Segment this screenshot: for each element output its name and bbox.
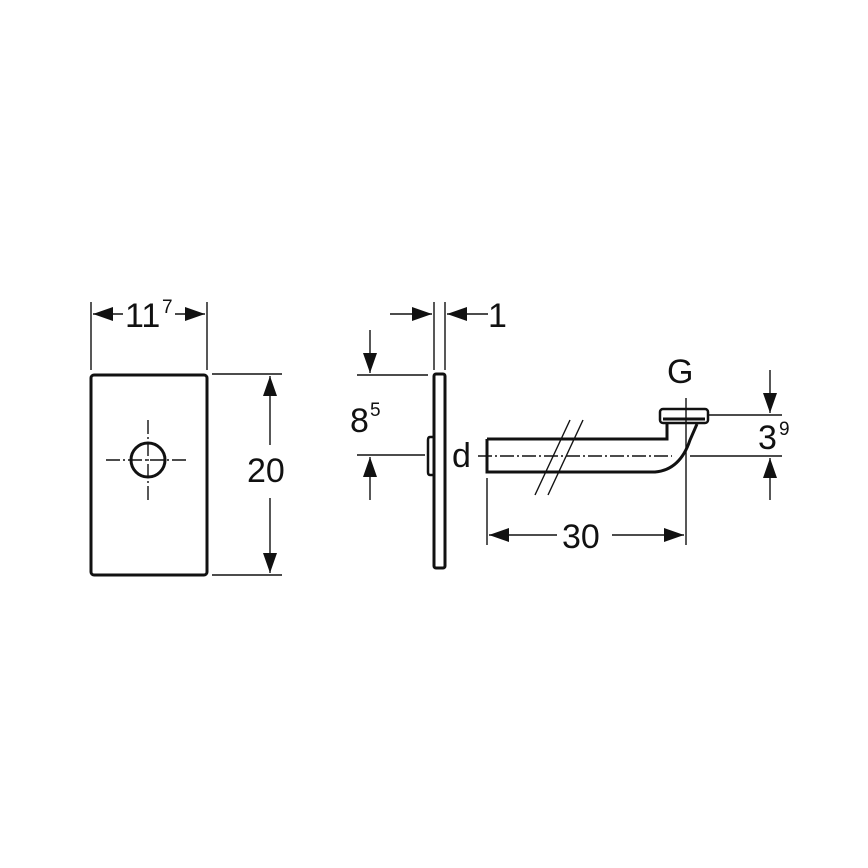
side-view: 1 8 5 d (350, 297, 507, 570)
length-dimension (486, 478, 684, 545)
length-value: 30 (562, 518, 600, 556)
diameter-label: d (452, 437, 471, 475)
plate-side-outline (432, 372, 447, 570)
offset-value: 8 (350, 402, 369, 440)
thickness-dimension (390, 302, 488, 370)
offset-dimension (357, 330, 428, 500)
offset-value-sup: 5 (370, 400, 381, 421)
rise-value: 3 (758, 419, 777, 457)
width-value-sup: 7 (162, 297, 173, 318)
height-value: 20 (247, 452, 285, 490)
break-lines (534, 419, 584, 496)
centerline-cross (106, 420, 188, 500)
pipe-elbow: G 30 3 9 (478, 353, 790, 556)
plate-front-outline (89, 373, 209, 577)
width-value: 11 (125, 297, 160, 335)
height-dimension (212, 373, 282, 576)
thickness-value: 1 (488, 297, 507, 335)
width-dimension (90, 302, 208, 370)
rise-dimension (690, 370, 782, 500)
front-view: 11 7 20 (89, 297, 285, 577)
thread-label: G (667, 353, 693, 391)
rise-value-sup: 9 (779, 419, 790, 440)
plate-boss (426, 435, 434, 477)
pipe-centerlines (478, 398, 687, 545)
coupling-nut (658, 407, 710, 425)
pipe-outline (485, 422, 699, 474)
